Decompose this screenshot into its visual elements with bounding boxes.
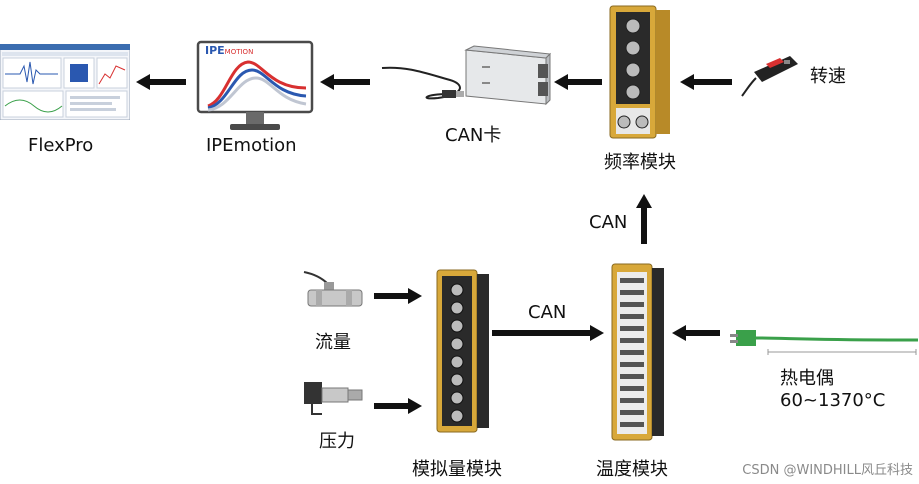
can-card-device [378, 44, 554, 120]
watermark: CSDN @WINDHILL风丘科技 [742, 463, 913, 478]
flow-label: 流量 [315, 332, 351, 353]
arrow-analog-to-temp [492, 325, 604, 341]
flow-sensor [296, 268, 368, 316]
arrow-pressure-to-analog [374, 398, 422, 414]
thermocouple-range: 60~1370°C [780, 390, 886, 411]
temperature-module [608, 262, 666, 442]
ipemotion-logo-motion: MOTION [224, 48, 254, 56]
speed-sensor [736, 50, 802, 102]
pressure-sensor [300, 376, 366, 420]
flexpro-label: FlexPro [28, 135, 94, 156]
arrow-thermo-to-temp [672, 325, 720, 341]
can-label-vertical: CAN [589, 212, 628, 233]
thermocouple-label: 热电偶 [780, 368, 834, 389]
analog-module-label: 模拟量模块 [412, 459, 502, 480]
analog-module [433, 268, 491, 434]
arrow-freq-to-can-card [554, 74, 602, 90]
temp-module-label: 温度模块 [596, 459, 668, 480]
arrow-temp-to-freq [636, 194, 652, 244]
can-card-label: CAN卡 [445, 125, 502, 146]
freq-module-label: 频率模块 [604, 152, 676, 173]
flexpro-screenshot [0, 44, 130, 120]
frequency-module [606, 4, 672, 142]
arrow-can-card-to-ipemotion [320, 74, 370, 90]
arrow-speed-to-freq [680, 74, 732, 90]
pressure-label: 压力 [319, 431, 355, 452]
speed-label: 转速 [810, 66, 846, 87]
can-label-horizontal: CAN [528, 302, 567, 323]
arrow-flow-to-analog [374, 288, 422, 304]
ipemotion-logo-ipe: IPE [205, 44, 225, 57]
ipemotion-monitor [196, 40, 314, 134]
thermocouple-probe [728, 316, 919, 356]
arrow-ipemotion-to-flexpro [136, 74, 186, 90]
ipemotion-logo: IPEMOTION [205, 45, 253, 58]
ipemotion-label: IPEmotion [206, 135, 297, 156]
